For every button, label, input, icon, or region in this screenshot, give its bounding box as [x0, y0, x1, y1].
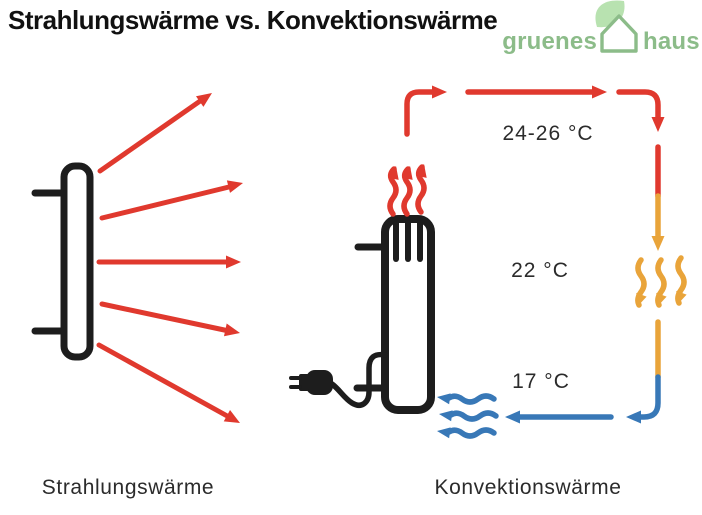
convector-heater	[329, 215, 435, 414]
cold-air-flow	[437, 374, 661, 439]
cool-squiggle-down	[635, 257, 647, 308]
rising-heat-arrows	[387, 164, 427, 217]
cooling-descent-arrow	[651, 193, 665, 251]
cool-squiggle-down	[655, 257, 667, 308]
ceiling-flow-arrow	[465, 85, 607, 99]
radiator-panel	[31, 162, 94, 361]
radiant-arrow	[96, 342, 240, 423]
cold-squiggle-left	[437, 393, 497, 405]
temp-room: 22 °C	[511, 259, 569, 282]
radiant-arrows	[96, 93, 243, 423]
convection-heat-label: Konvektionswärme	[434, 476, 621, 499]
radiant-arrow	[96, 255, 241, 269]
radiant-arrow	[99, 301, 240, 337]
heat-squiggle-up	[387, 166, 399, 217]
page-title: Strahlungswärme vs. Konvektionswärme	[8, 5, 497, 35]
airflow-up-elbow-arrow	[404, 85, 447, 137]
house-icon	[600, 14, 638, 53]
heat-squiggle-up	[415, 164, 427, 215]
heater-body	[381, 215, 435, 414]
cooling-air-flow	[635, 193, 687, 380]
warm-air-flow	[404, 85, 665, 199]
convection-heat-panel: 24-26 °C 22 °C 17 °C Konvektionswärme	[289, 85, 687, 499]
radiant-arrow	[99, 180, 243, 221]
radiant-heat-panel: Strahlungswärme	[31, 93, 243, 499]
down-elbow-arrow	[616, 89, 665, 132]
cold-squiggle-left	[437, 427, 497, 439]
floor-return-arrow	[505, 410, 614, 424]
logo: gruenes haus	[502, 0, 700, 55]
radiant-heat-label: Strahlungswärme	[42, 476, 214, 499]
cold-squiggle-left	[439, 410, 499, 422]
power-cord	[329, 351, 388, 408]
radiant-arrow	[97, 93, 212, 174]
logo-word-left: gruenes	[502, 28, 597, 55]
heat-squiggle-up	[401, 166, 413, 217]
temp-ceiling: 24-26 °C	[502, 122, 593, 145]
logo-word-right: haus	[643, 28, 700, 55]
floor-elbow-arrow	[626, 374, 661, 424]
power-plug-icon	[289, 370, 333, 395]
temp-floor: 17 °C	[512, 370, 570, 393]
cool-squiggle-down	[675, 255, 687, 306]
radiator-body	[60, 162, 94, 361]
